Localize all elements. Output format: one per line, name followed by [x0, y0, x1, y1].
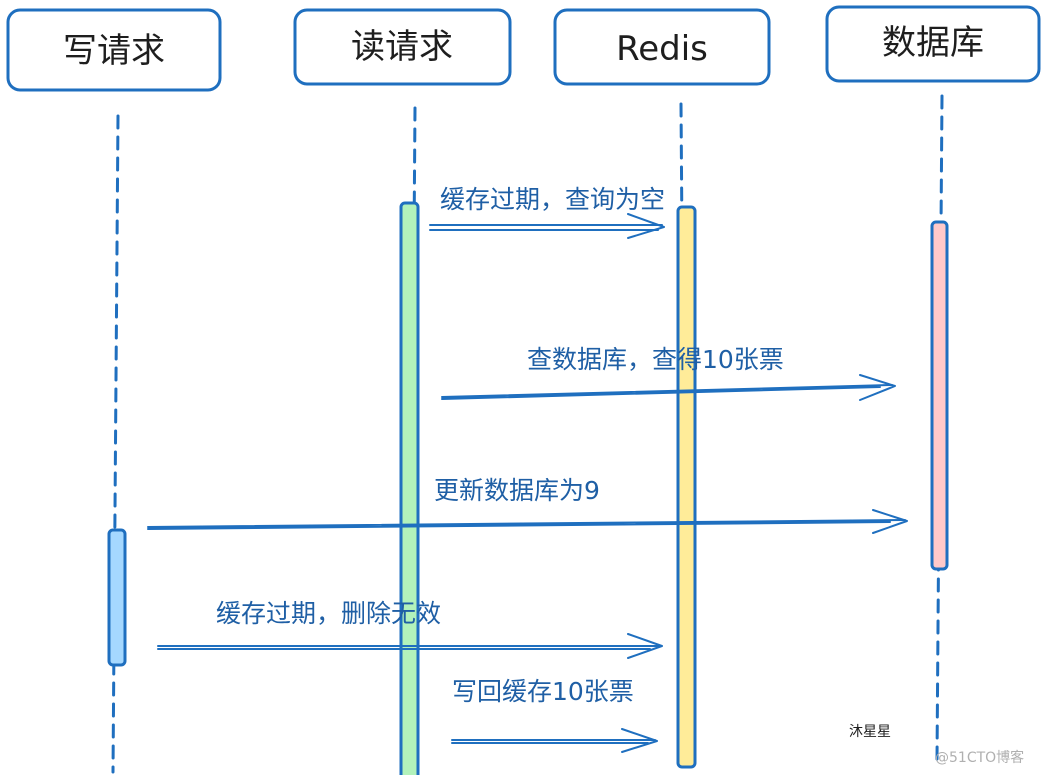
- participant-db-box: [825, 5, 1041, 83]
- message-arrow-1: [429, 213, 665, 239]
- activation-redis: [676, 205, 697, 769]
- participant-read-label: 读请求: [351, 27, 453, 67]
- activation-read: [399, 201, 420, 775]
- participant-db: 数据库: [825, 5, 1041, 83]
- participant-redis-label: Redis: [616, 29, 708, 69]
- activation-write: [107, 528, 127, 667]
- activations: [107, 201, 949, 775]
- participant-write-box: [6, 8, 222, 92]
- participant-db-label: 数据库: [882, 23, 984, 63]
- author-watermark: 沐星星: [849, 724, 891, 740]
- participant-write-label: 写请求: [63, 31, 165, 71]
- site-watermark: @51CTO博客: [935, 749, 1024, 766]
- message-arrows: [147, 213, 908, 753]
- message-label-1: 缓存过期，查询为空: [440, 185, 665, 214]
- message-arrow-3: [147, 509, 908, 534]
- participant-write: 写请求: [6, 8, 222, 92]
- message-arrow-4: [157, 633, 663, 659]
- message-arrow-2: [441, 374, 896, 401]
- participant-redis-box: [553, 8, 771, 86]
- participant-read: 读请求: [293, 8, 512, 86]
- message-label-3: 更新数据库为9: [434, 476, 600, 505]
- message-arrow-5: [451, 728, 658, 753]
- participant-redis: Redis: [553, 8, 771, 86]
- message-label-5: 写回缓存10张票: [452, 677, 634, 706]
- participant-read-box: [293, 8, 512, 86]
- message-label-4: 缓存过期，删除无效: [216, 599, 441, 628]
- activation-db: [930, 220, 949, 571]
- lifeline-db: [935, 94, 944, 762]
- message-labels: 缓存过期，查询为空 查数据库，查得10张票 更新数据库为9 缓存过期，删除无效 …: [216, 185, 784, 706]
- message-label-2: 查数据库，查得10张票: [527, 345, 784, 374]
- lifeline-write: [111, 114, 120, 774]
